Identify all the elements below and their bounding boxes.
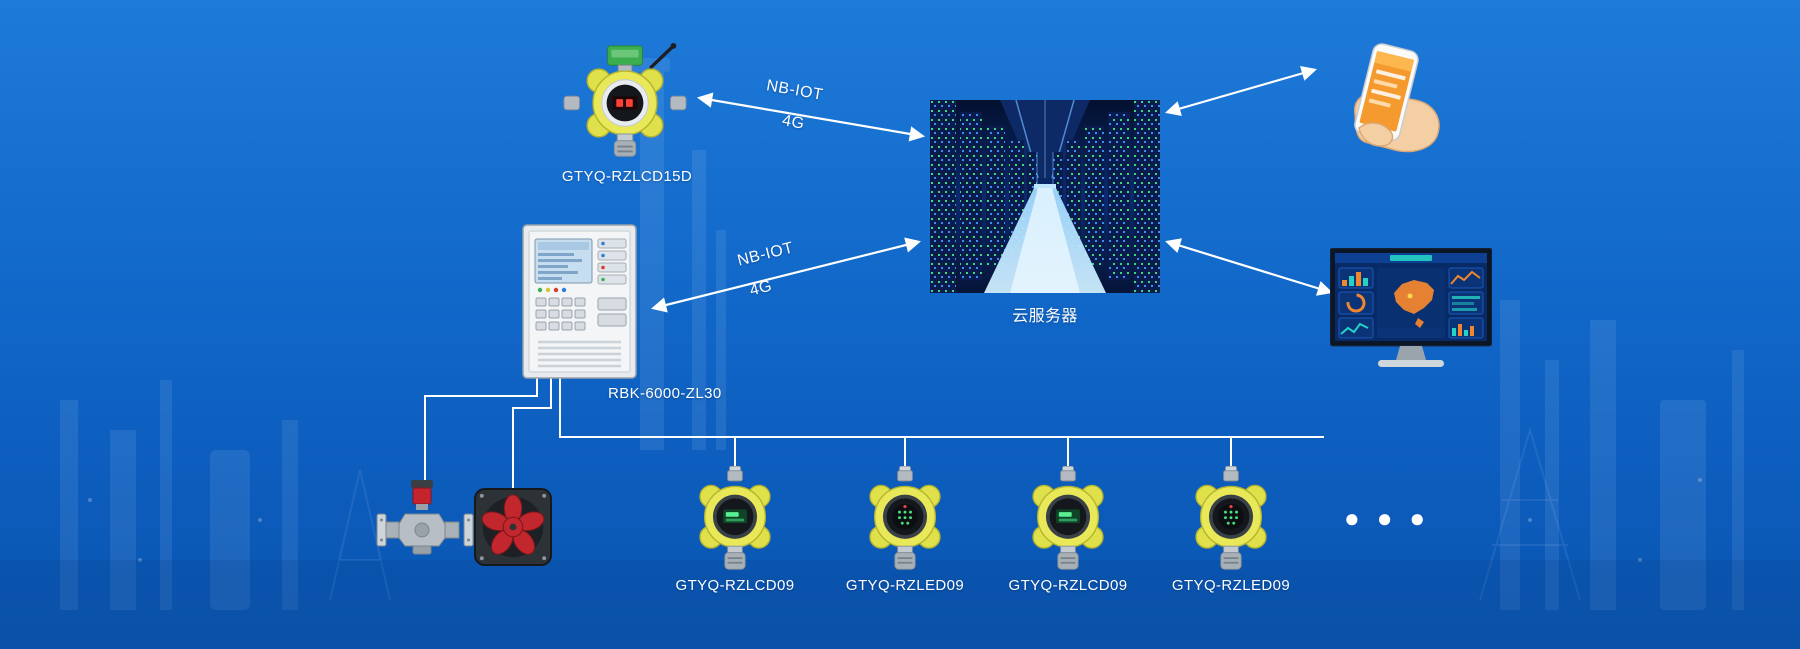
led-digit-display [612,96,638,110]
gas-detector-1-illustration [699,466,771,570]
link1-4g-label: 4G [780,112,806,133]
controller-keypad [535,297,627,331]
exhaust-fan-illustration [474,488,552,566]
arrow-detector-cloud [696,92,926,142]
gas-detector-4-illustration [1195,466,1267,570]
bus-trunk-line [559,377,1324,438]
fan-blades [481,494,545,555]
antenna-icon [649,42,677,69]
gas-detector-3-illustration [1032,466,1104,570]
china-map-graphic [1394,280,1434,328]
led-display [892,503,918,530]
cloud-server-image [930,100,1160,293]
controller-illustration [522,224,637,379]
dashboard-monitor [1330,248,1492,367]
cloud-server-label: 云服务器 [1012,308,1078,325]
fan-wire [512,377,552,490]
detector-4-label: GTYQ-RZLED09 [1171,577,1291,594]
arrow-cloud-monitor [1165,238,1333,296]
lcd-display [723,509,747,524]
more-devices-indicator: ●●● [1344,503,1443,533]
valve-wire [424,377,538,482]
gas-detector-2-illustration [869,466,941,570]
thumb [1358,122,1394,147]
mobile-phone-in-hand [1354,43,1440,153]
detector-2-label: GTYQ-RZLED09 [845,577,965,594]
detector-1-label: GTYQ-RZLCD09 [675,577,795,594]
controller-label: RBK-6000-ZL30 [608,385,722,402]
led-display [1218,503,1244,530]
solenoid-valve-illustration [376,480,474,555]
smartphone [1354,43,1419,142]
controller-lcd-screen [534,238,593,284]
lcd-display [1056,509,1080,524]
arrow-controller-cloud [651,237,921,313]
wireless-gas-detector-illustration [563,42,687,157]
detector-3-label: GTYQ-RZLCD09 [1008,577,1128,594]
arrow-cloud-phone [1165,66,1317,116]
wireless-detector-label: GTYQ-RZLCD15D [561,168,693,185]
